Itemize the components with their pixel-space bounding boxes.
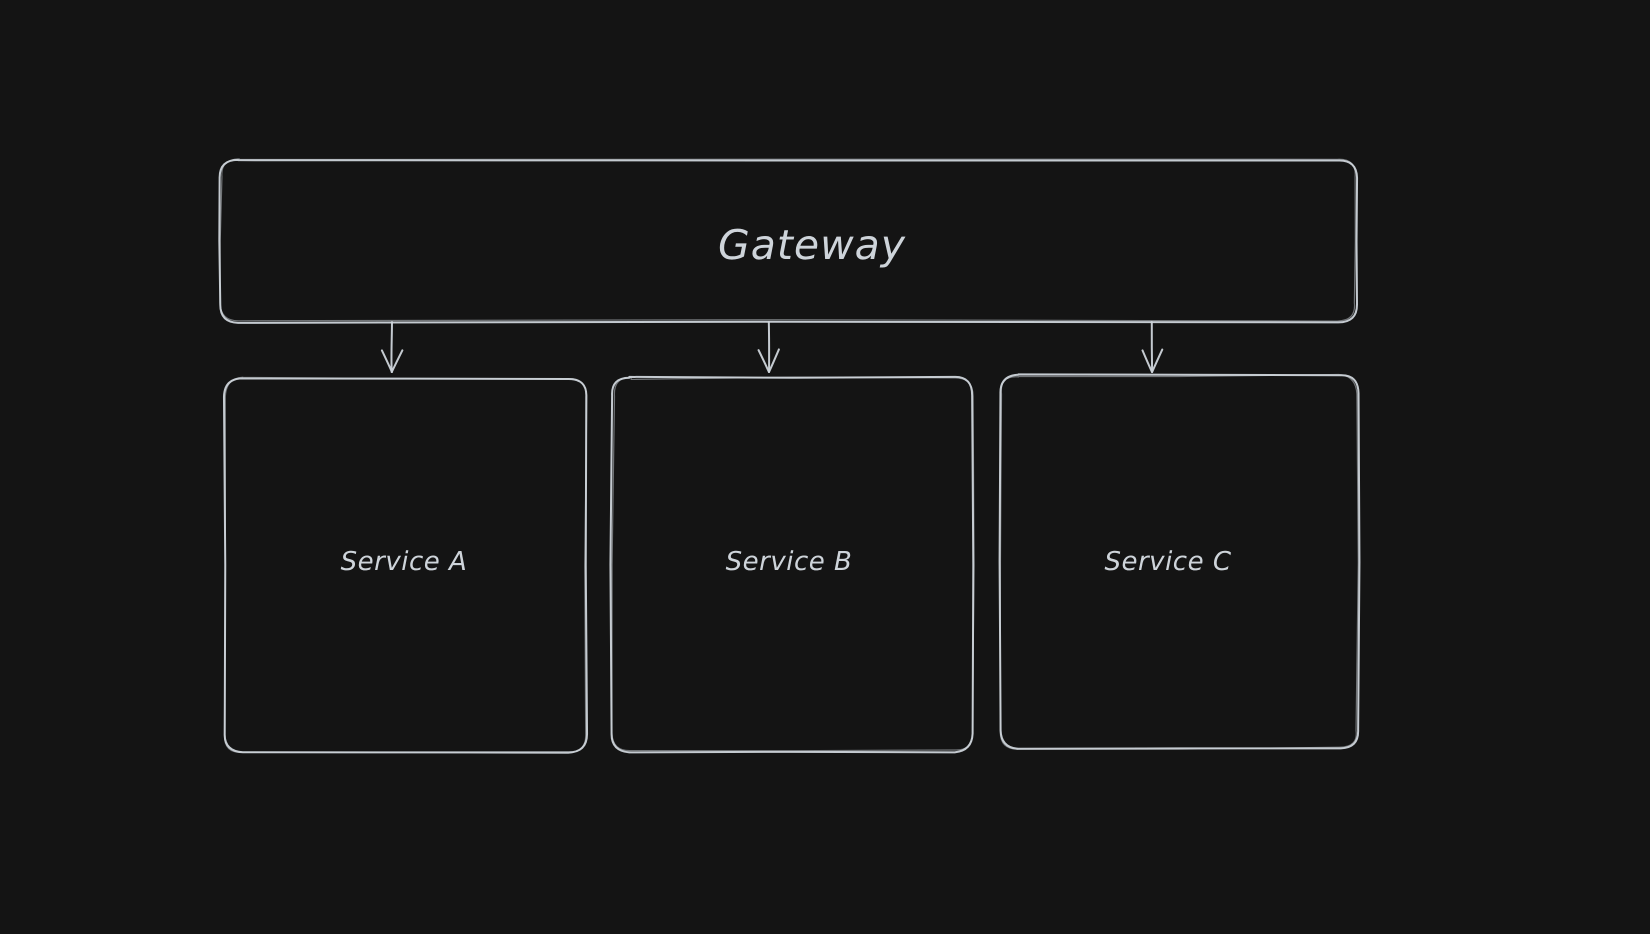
edge-gateway-to-service-c [1141,321,1164,373]
node-label-service-c: Service C [1104,547,1232,577]
node-gateway[interactable] [220,160,1356,322]
edge-gateway-to-service-b [757,321,780,373]
node-label-service-b: Service B [725,547,853,577]
node-label-gateway: Gateway [717,221,907,269]
node-label-service-a: Service A [340,547,468,577]
node-service-c[interactable] [1000,375,1358,749]
edge-gateway-to-service-a [380,321,404,373]
node-service-b[interactable] [612,378,972,752]
node-service-a[interactable] [225,378,587,752]
